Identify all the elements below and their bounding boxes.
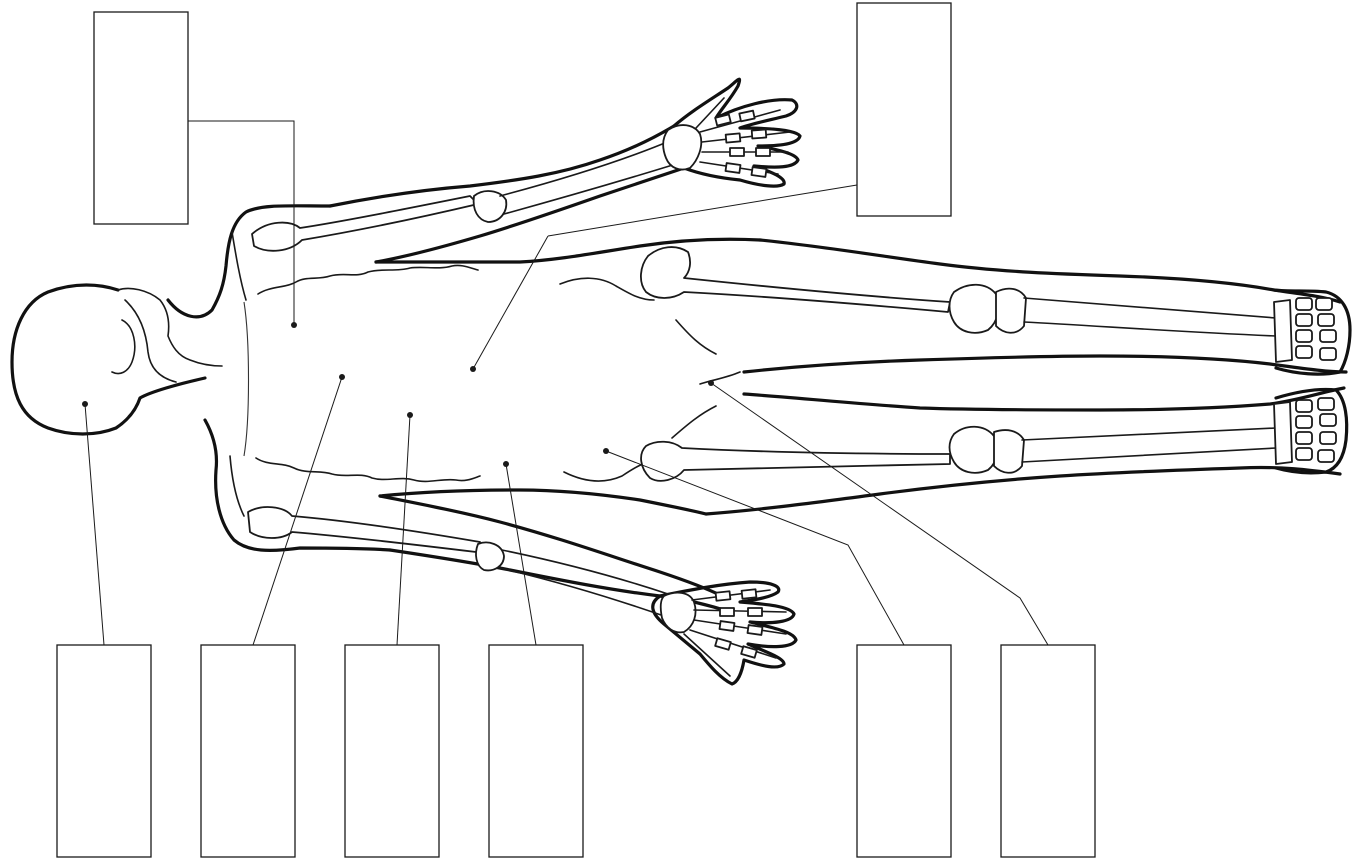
- upper-arm-top-outer: [330, 126, 674, 206]
- rib-cage-top: [258, 265, 478, 294]
- leg-top-inner: [744, 356, 1346, 372]
- anchor-dot-8: [708, 380, 714, 386]
- foot-bones-bottom: [1274, 398, 1336, 464]
- leader-line-3: [85, 404, 104, 645]
- humerus-bottom: [248, 507, 480, 552]
- sternum-line: [244, 302, 249, 456]
- label-box-1[interactable]: [94, 12, 188, 224]
- leg-bottom-outer: [706, 467, 1340, 514]
- leader-line-2b: [473, 236, 548, 369]
- rib-cage-bottom: [256, 458, 480, 481]
- anchor-dot-4: [339, 374, 345, 380]
- knee-top-tibia-head: [996, 289, 1026, 333]
- label-box-8[interactable]: [1001, 645, 1095, 857]
- anchor-dot-5: [407, 412, 413, 418]
- label-boxes: [57, 3, 1095, 857]
- torso-top-side: [376, 239, 760, 262]
- forearm-bone-top-b: [504, 164, 676, 214]
- humerus-top: [252, 196, 478, 251]
- finger-bones-top: [696, 98, 790, 177]
- knee-top: [950, 285, 999, 333]
- femur-top: [641, 247, 950, 312]
- femur-bottom: [641, 442, 950, 481]
- leg-top-outer: [760, 240, 1340, 302]
- label-box-5[interactable]: [345, 645, 439, 857]
- ear-curve: [112, 320, 135, 374]
- label-box-7[interactable]: [857, 645, 951, 857]
- anchor-dot-7: [603, 448, 609, 454]
- tibia-bottom-a: [1022, 428, 1276, 440]
- torso-bottom-side: [380, 490, 706, 514]
- pelvis-center: [700, 372, 740, 384]
- label-box-3[interactable]: [57, 645, 151, 857]
- human-figure: [12, 79, 1350, 684]
- label-box-4[interactable]: [201, 645, 295, 857]
- forearm-bone-top-a: [500, 140, 672, 196]
- label-box-2[interactable]: [857, 3, 951, 216]
- neck-shoulder-top: [168, 206, 330, 317]
- jaw-line: [125, 300, 176, 382]
- anchor-dot-3: [82, 401, 88, 407]
- foot-bones-top: [1274, 298, 1336, 362]
- anchor-dot-6: [503, 461, 509, 467]
- knee-bottom-tibia-head: [994, 430, 1024, 473]
- leader-line-8: [711, 383, 1048, 645]
- anchor-dot-1: [291, 322, 297, 328]
- knee-bottom: [950, 427, 998, 473]
- clavicle-bottom: [230, 456, 244, 516]
- wrist-bones-top: [663, 125, 701, 169]
- leg-bottom-inner: [744, 388, 1344, 410]
- tibia-bottom-b: [1022, 448, 1276, 462]
- leader-line-2: [548, 185, 857, 236]
- tibia-top-a: [1024, 298, 1276, 318]
- anchor-dot-2: [470, 366, 476, 372]
- label-box-6[interactable]: [489, 645, 583, 857]
- elbow-joint-bottom: [476, 543, 504, 571]
- tibia-top-b: [1024, 322, 1276, 336]
- clavicle-top: [232, 232, 246, 300]
